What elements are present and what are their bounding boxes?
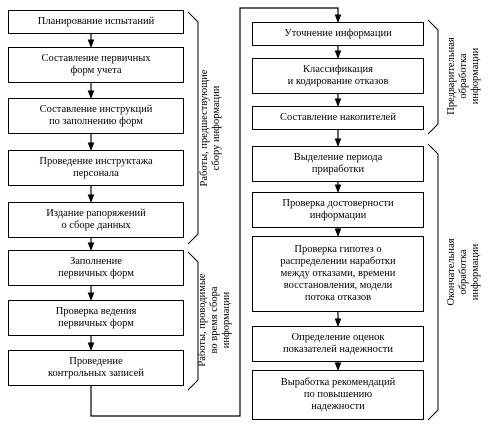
box-information-validation: Проверка достоверности информации	[252, 192, 424, 228]
box-data-collection-orders: Издание рапоряжений о сборе данных	[8, 202, 184, 238]
box-reliability-indicators: Определение оценок показателей надежност…	[252, 326, 424, 362]
bracket-preliminary	[427, 19, 439, 135]
box-accumulators-creation: Составление накопителей	[252, 106, 424, 130]
box-burn-in-period: Выделение периода приработки	[252, 146, 424, 182]
box-instructions-creation: Составление инструкций по заполнению фор…	[8, 98, 184, 134]
bracket-final	[427, 143, 439, 421]
label-preliminary-processing: Предварительная обработка информации	[446, 37, 481, 115]
box-staff-briefing: Проведение инструктажа персонала	[8, 150, 184, 186]
label-before-collection: Работы, предшествующие сбору информации	[199, 69, 222, 187]
label-during-collection: Работы, проводимые во время сбора информ…	[197, 273, 232, 367]
bracket-during-collection	[187, 251, 199, 391]
box-hypothesis-testing: Проверка гипотез о распределении наработ…	[252, 236, 424, 312]
box-filling-primary-forms: Заполнение первичных форм	[8, 250, 184, 286]
box-primary-forms-creation: Составление первичных форм учета	[8, 47, 184, 83]
label-final-processing: Окончательная обработка информации	[446, 238, 481, 306]
box-checking-primary-forms: Проверка ведения первичных форм	[8, 300, 184, 336]
connector-left-to-right	[90, 7, 342, 417]
box-failure-classification: Классификация и кодирование отказов	[252, 58, 424, 94]
box-improvement-recommendations: Выработка рекомендаций по повышению наде…	[252, 370, 424, 420]
bracket-before-collection	[187, 11, 199, 245]
box-test-planning: Планирование испытаний	[8, 10, 184, 34]
box-control-records: Проведение контрольных записей	[8, 350, 184, 386]
box-information-refinement: Уточнение информации	[252, 22, 424, 46]
